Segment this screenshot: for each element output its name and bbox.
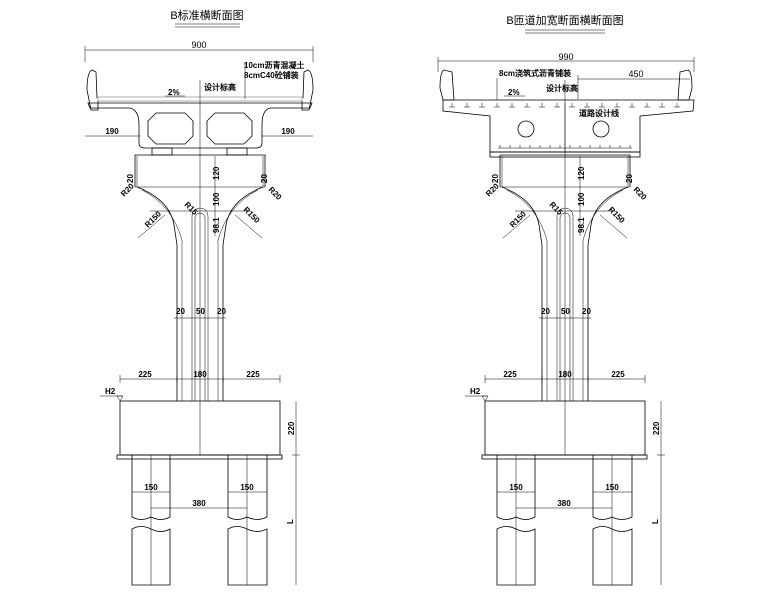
slope-label-right: 2% — [508, 88, 520, 97]
wall-dim-20: 20 — [582, 307, 591, 316]
dim-20: 20 — [491, 174, 500, 183]
pile-diameter-150: 150 — [144, 483, 158, 492]
radius-r20: R20 — [632, 185, 649, 202]
offset-225: 225 — [611, 370, 625, 379]
footing-height-220: 220 — [287, 421, 296, 435]
pile-diameter-150: 150 — [240, 483, 254, 492]
core-dim-50: 50 — [196, 307, 205, 316]
pier-right — [464, 79, 666, 586]
design-elevation-right: 设计标高 — [546, 83, 578, 93]
box-cell-left — [147, 112, 194, 145]
water-level-h2: H2 — [105, 387, 116, 396]
pile-length-l: L — [651, 519, 660, 524]
void-right — [592, 120, 610, 138]
overhang-right-dim: 190 — [281, 127, 295, 136]
pile-spacing-380: 380 — [192, 499, 206, 508]
road-design-line: 道路设计线 — [579, 108, 619, 118]
void-left — [517, 120, 535, 138]
cap-height-100: 100 — [577, 192, 586, 206]
overhang-left-dim: 190 — [105, 127, 119, 136]
cap-height-120: 120 — [577, 166, 586, 180]
offset-225: 225 — [503, 370, 517, 379]
wall-dim-20: 20 — [176, 307, 185, 316]
core-dim-50: 50 — [561, 307, 570, 316]
offset-225: 225 — [246, 370, 260, 379]
widened-cross-section: B匝道加宽断面横断面图 990 450 8cm浇筑式沥青铺装 2% 设计标高 道… — [437, 13, 695, 586]
right-title: B匝道加宽断面横断面图 — [506, 13, 623, 27]
radius-r20: R20 — [267, 185, 284, 202]
water-level-h2: H2 — [470, 387, 481, 396]
dim-20: 20 — [260, 174, 269, 183]
wall-dim-20: 20 — [541, 307, 550, 316]
standard-cross-section: B标准横断面图 900 10cm沥青混凝土 8cmC40砼铺装 2% 设计标高 … — [84, 8, 314, 586]
pavement-note-right: 8cm浇筑式沥青铺装 — [499, 68, 571, 78]
width-dim-right: 990 — [558, 52, 573, 62]
pavement-note-1: 10cm沥青混凝土 — [244, 60, 304, 70]
cap-height-100: 100 — [212, 192, 221, 206]
radius-r150: R150 — [607, 205, 627, 225]
pile-length-l: L — [286, 519, 295, 524]
design-elevation: 设计标高 — [204, 82, 236, 92]
offset-225: 225 — [138, 370, 152, 379]
pile-diameter-150: 150 — [605, 483, 619, 492]
dim-20: 20 — [126, 174, 135, 183]
pavement-note-2: 8cmC40砼铺装 — [244, 70, 299, 80]
radius-r15: R15 — [183, 200, 200, 217]
cap-height-120: 120 — [212, 166, 221, 180]
box-girder — [86, 69, 314, 156]
cap-height-98: 98.1 — [212, 217, 221, 233]
bearing-right — [226, 147, 248, 156]
dim-20: 20 — [625, 174, 634, 183]
bearing-left — [151, 147, 173, 156]
column-width-180: 180 — [193, 370, 207, 379]
box-cell-right — [206, 112, 253, 145]
half-width-dim: 450 — [628, 69, 643, 79]
wall-dim-20: 20 — [217, 307, 226, 316]
radius-r15: R15 — [548, 200, 565, 217]
pile-spacing-380: 380 — [557, 499, 571, 508]
pier-left — [99, 79, 301, 586]
footing-height-220: 220 — [652, 421, 661, 435]
slope-label: 2% — [168, 88, 180, 97]
radius-r150: R150 — [242, 205, 262, 225]
width-dim: 900 — [191, 40, 206, 50]
pile-diameter-150: 150 — [509, 483, 523, 492]
cap-height-98: 98.1 — [577, 217, 586, 233]
column-width-180: 180 — [558, 370, 572, 379]
left-title: B标准横断面图 — [170, 8, 243, 22]
